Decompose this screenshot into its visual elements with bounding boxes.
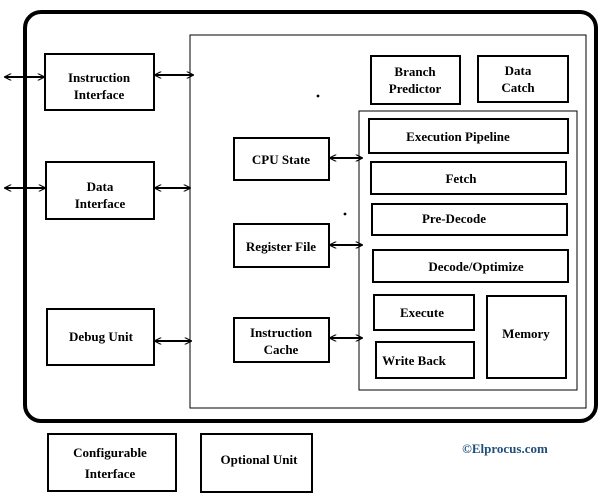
stray-dot (316, 94, 320, 98)
execute-block: Execute (373, 294, 475, 331)
pipeline-region (358, 110, 578, 391)
write-back-label: Write Back (382, 353, 446, 368)
optional-unit-block: Optional Unit (200, 433, 313, 493)
cpu-state-block: CPU State (233, 137, 330, 181)
pre-decode-label: Pre-Decode (422, 211, 486, 226)
debug-unit-label: Debug Unit (69, 329, 134, 344)
execution-pipeline-block: Execution Pipeline (368, 118, 569, 154)
decode-optimize-block: Decode/Optimize (372, 249, 569, 283)
register-file-label: Register File (246, 239, 316, 254)
execution-pipeline-label: Execution Pipeline (406, 129, 510, 144)
pre-decode-block: Pre-Decode (371, 203, 568, 236)
credit-text: ©Elprocus.com (462, 441, 548, 456)
memory-block: Memory (486, 295, 567, 379)
write-back-block: Write Back (375, 341, 475, 379)
debug-unit-block: Debug Unit (46, 308, 155, 366)
optional-unit-label: Optional Unit (221, 452, 299, 467)
decode-optimize-label: Decode/Optimize (428, 259, 524, 274)
core-region (189, 34, 587, 409)
fetch-label: Fetch (445, 171, 477, 186)
memory-label: Memory (502, 326, 550, 341)
register-file-block: Register File (233, 223, 330, 268)
cpu-state-label: CPU State (252, 152, 310, 167)
processor-outer-frame (23, 10, 598, 423)
fetch-block: Fetch (370, 161, 567, 195)
execute-label: Execute (400, 305, 444, 320)
stray-dot (343, 212, 347, 216)
